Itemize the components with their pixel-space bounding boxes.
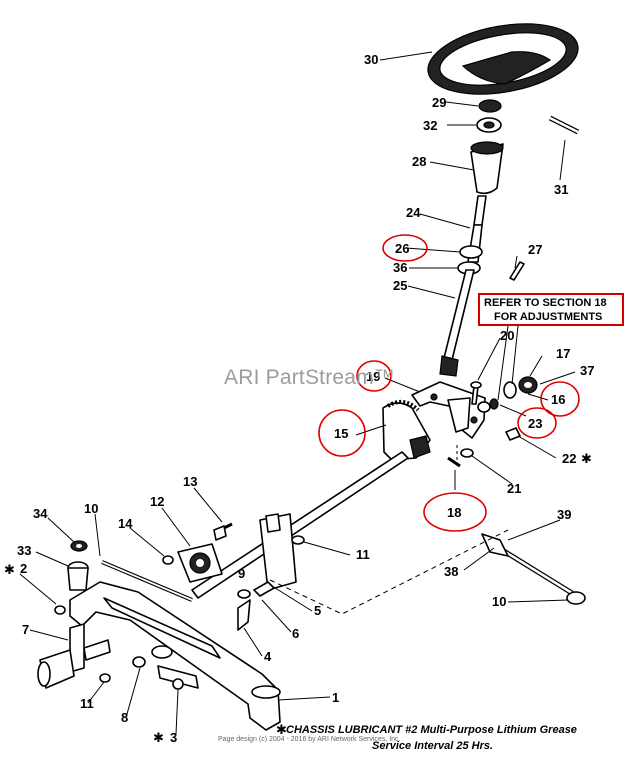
callout-9[interactable]: 9 [238,566,245,581]
callout-31[interactable]: 31 [554,182,568,197]
callout-4[interactable]: 4 [264,649,272,664]
callout-19[interactable]: 19 [366,369,380,384]
callout-6[interactable]: 6 [292,626,299,641]
copyright-footer: Page design (c) 2004 - 2016 by ARI Netwo… [218,736,401,743]
callout-38[interactable]: 38 [444,564,458,579]
callout-27[interactable]: 27 [528,242,542,257]
callout-18[interactable]: 18 [447,505,461,520]
leader-lines [19,51,576,735]
callout-28[interactable]: 28 [412,154,426,169]
hex-nut[interactable] [460,448,474,458]
drag-link[interactable] [191,451,409,599]
lubricant-line-1: CHASSIS LUBRICANT #2 Multi-Purpose Lithi… [286,724,577,736]
lube-marker: ✱ [581,452,592,467]
callout-8[interactable]: 8 [121,710,128,725]
washer[interactable] [503,381,517,399]
callout-12[interactable]: 12 [150,494,164,509]
callout-22[interactable]: 22 [562,451,576,466]
grease-fitting[interactable] [505,427,521,441]
front-axle[interactable] [69,581,281,731]
callout-5[interactable]: 5 [314,603,321,618]
flange-bearing[interactable] [177,543,223,583]
callout-7[interactable]: 7 [22,622,29,637]
spacer[interactable] [477,401,491,413]
steering-sleeve[interactable] [470,141,504,195]
callout-16[interactable]: 16 [551,392,565,407]
callout-34[interactable]: 34 [33,506,48,521]
lubricant-line-2: Service Interval 25 Hrs. [372,740,494,752]
callout-3[interactable]: 3 [170,730,177,745]
callout-17[interactable]: 17 [556,346,570,361]
steering-shaft[interactable] [439,195,487,377]
callout-39[interactable]: 39 [557,507,571,522]
callout-26[interactable]: 26 [395,241,409,256]
callout-33[interactable]: 33 [17,543,31,558]
callout-21[interactable]: 21 [507,481,521,496]
lube-marker: ✱ [276,723,287,738]
callout-25[interactable]: 25 [393,278,407,293]
lube-marker: ✱ [153,731,164,746]
steering-arm[interactable] [237,599,251,631]
callout-11[interactable]: 11 [356,547,370,562]
steering-wheel[interactable] [422,13,583,104]
callout-30[interactable]: 30 [364,52,378,67]
callout-36[interactable]: 36 [393,260,407,275]
callout-23[interactable]: 23 [528,416,542,431]
callout-13[interactable]: 13 [183,474,197,489]
sector-gear[interactable] [382,399,431,461]
callout-10[interactable]: 10 [84,501,98,516]
cap[interactable] [478,99,502,113]
lock-washer[interactable] [132,656,146,668]
callout-24[interactable]: 24 [406,205,421,220]
grease-fitting-lower[interactable] [172,678,184,690]
callout-1[interactable]: 1 [332,690,339,705]
note-line-1: REFER TO SECTION 18 [484,297,607,309]
adjustment-note: REFER TO SECTION 18 FOR ADJUSTMENTS [478,293,624,326]
callout-10[interactable]: 10 [492,594,506,609]
lubricant-note: CHASSIS LUBRICANT #2 Multi-Purpose Lithi… [286,722,577,754]
callout-2[interactable]: 2 [20,561,27,576]
steering-bracket[interactable] [411,381,486,439]
note-line-2: FOR ADJUSTMENTS [494,311,603,323]
callout-15[interactable]: 15 [334,426,348,441]
highlight-rings [318,234,580,532]
cotter-pin[interactable] [447,456,461,468]
lube-marker: ✱ [4,563,15,578]
callout-20[interactable]: 20 [500,328,514,343]
callout-labels: 30 29 32 28 31 24 26 27 36 25 20 17 37 1… [4,52,594,746]
spindle[interactable] [37,623,111,689]
callout-37[interactable]: 37 [580,363,594,378]
callout-32[interactable]: 32 [423,118,437,133]
spring-pin[interactable] [509,261,525,281]
callout-29[interactable]: 29 [432,95,446,110]
pivot-bracket[interactable] [259,513,297,591]
callout-14[interactable]: 14 [118,516,133,531]
watermark: ARI PartStream™ [224,366,396,389]
callout-11[interactable]: 11 [80,696,94,711]
